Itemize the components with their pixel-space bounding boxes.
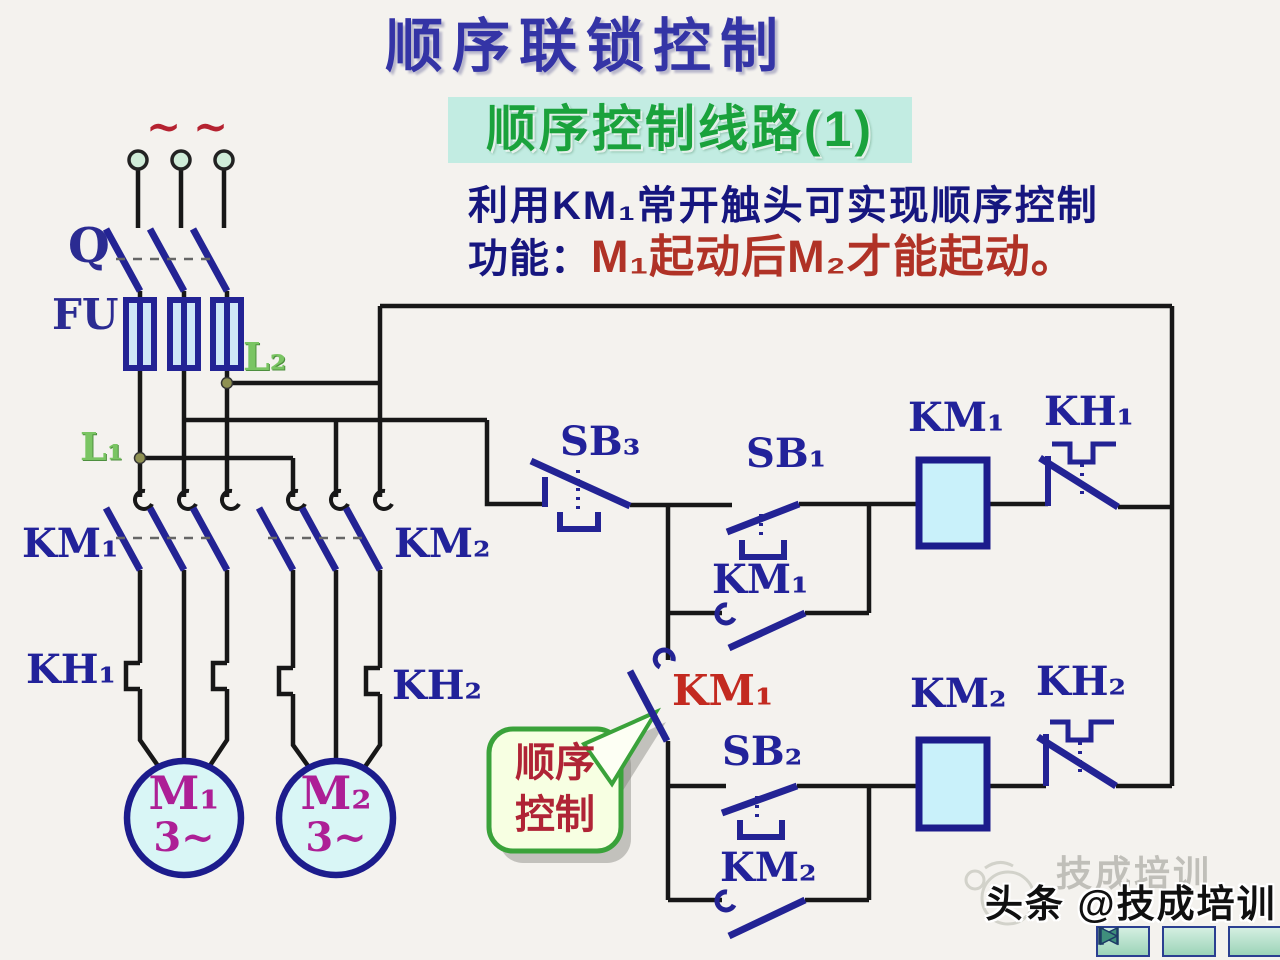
watermark-logo — [964, 861, 1036, 926]
watermark-ghost-text: 技成培训 — [1056, 853, 1213, 894]
km1-sequence-label: KM₁ — [672, 666, 774, 715]
sequence-callout-line2: 控制 — [515, 793, 595, 837]
motor-m2-symbol — [275, 757, 397, 879]
kh2-nc-contact-symbol — [1036, 719, 1118, 789]
km2-selfhold-label: KM₂ — [720, 844, 817, 891]
kh2-contact-label: KH₂ — [1036, 658, 1127, 705]
subtitle-highlight — [448, 97, 912, 163]
sb3-label: SB₃ — [560, 418, 641, 465]
slide-navigation — [1096, 926, 1280, 957]
description-line2-emphasis: M₁起动后M₂才能起动。 — [591, 231, 1077, 282]
sb1-label: SB₁ — [746, 430, 827, 477]
motor-m1-type: 3~ — [153, 814, 215, 861]
km2-main-contacts — [255, 488, 394, 572]
motor-m2-name: M₂ — [300, 766, 372, 820]
km2-coil-symbol — [915, 736, 991, 832]
kh1-heater-label: KH₁ — [26, 646, 117, 693]
km1-coil-symbol — [915, 456, 991, 550]
l1-junction-dot — [133, 451, 147, 465]
km2-main-label: KM₂ — [394, 520, 491, 567]
power-supply-terminals — [127, 149, 235, 171]
km1-sequence-contact-symbol — [626, 647, 676, 743]
km1-main-contacts — [102, 488, 241, 572]
page-title: 顺序联锁控制 — [385, 14, 788, 79]
km1-selfhold-label: KM₁ — [712, 556, 809, 603]
sequence-callout — [486, 707, 666, 863]
fuses-fu — [123, 297, 244, 371]
sb2-label: SB₂ — [722, 728, 803, 775]
kh1-contact-label: KH₁ — [1044, 388, 1135, 435]
motor-m1-name: M₁ — [148, 766, 220, 820]
description-line1: 利用KM₁常开触头可实现顺序控制 — [468, 184, 1099, 228]
page-subtitle: 顺序控制线路(1) — [485, 101, 875, 157]
fu-fuse-label: FU — [52, 290, 119, 339]
supply-tilde-1: ~ — [146, 102, 182, 151]
kh2-heater-elements — [276, 665, 380, 697]
motor-m2-type: 3~ — [305, 814, 367, 861]
watermark-text: 头条 @技成培训 — [985, 884, 1277, 926]
supply-tilde-2: ~ — [193, 102, 229, 151]
kh1-heater-elements — [123, 660, 227, 692]
km1-main-label: KM₁ — [22, 520, 119, 567]
phase-l2-label: L₂ — [243, 334, 287, 379]
km1-coil-label: KM₁ — [908, 394, 1005, 441]
km2-coil-label: KM₂ — [910, 670, 1007, 717]
disconnect-switch-q — [102, 227, 231, 293]
stop-button-sb3-symbol — [529, 457, 632, 532]
description-line2-prefix: 功能： — [468, 237, 591, 281]
kh1-nc-contact-symbol — [1038, 441, 1120, 510]
nav-next-button[interactable] — [1100, 926, 1280, 957]
sequence-callout-text: 顺序 控制 — [489, 737, 621, 841]
description-line2: 功能：M₁起动后M₂才能起动。 — [468, 234, 1077, 279]
km2-selfhold-contact-symbol — [714, 889, 807, 940]
start-button-sb1-symbol — [725, 500, 801, 560]
q-switch-label: Q — [68, 218, 110, 274]
next-icon — [1100, 926, 1119, 946]
phase-l1-label: L₁ — [80, 424, 124, 469]
l2-junction-dot — [220, 376, 234, 390]
km1-selfhold-contact-symbol — [714, 602, 807, 652]
sequence-callout-line1: 顺序 — [515, 741, 595, 785]
motor-m1-symbol — [123, 757, 245, 879]
start-button-sb2-symbol — [720, 782, 799, 840]
nav-prev-button[interactable] — [1099, 926, 1216, 957]
kh2-heater-label: KH₂ — [392, 662, 483, 709]
